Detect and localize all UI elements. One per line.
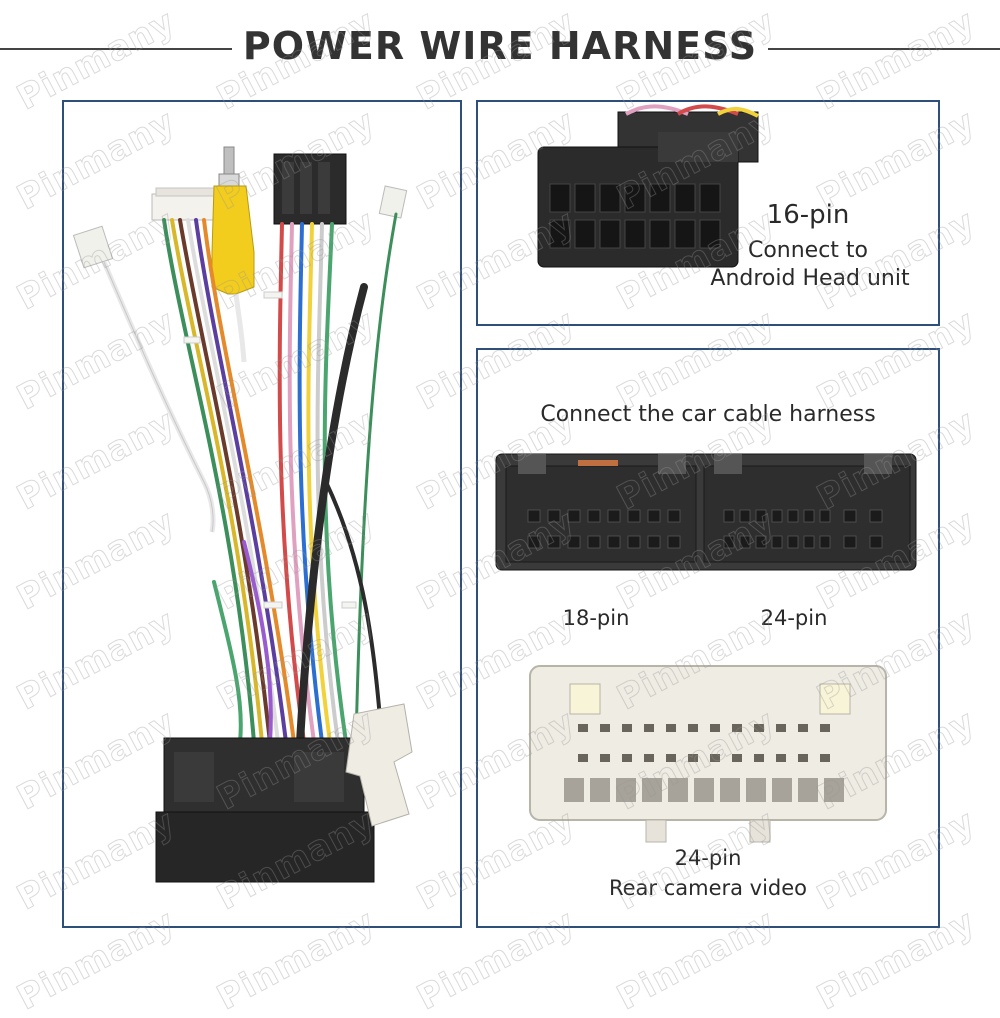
rear-camera-caption: Rear camera video [608, 876, 808, 900]
harness-panel [62, 100, 462, 928]
car-cable-title: Connect the car cable harness [540, 402, 876, 427]
car-side-connectors-image [495, 453, 917, 843]
sixteen-pin-label: 16-pin [766, 200, 850, 230]
small-white-connector-right [378, 185, 408, 219]
white-multi-connector [151, 187, 223, 221]
car-cable-panel: Connect the car cable harness [476, 348, 940, 928]
rca-plug [211, 146, 255, 363]
black-bottom-connector [155, 737, 375, 883]
black-dual-connector [495, 453, 917, 571]
sixteen-pin-connector-image [537, 104, 759, 268]
sixteen-pin-panel: 16-pin Connect to Android Head unit [476, 100, 940, 326]
wire-bundle [162, 212, 398, 746]
sixteen-pin-caption-line2: Android Head unit [710, 266, 910, 291]
wire-harness-illustration [72, 146, 413, 883]
twenty-four-pin-label-bottom: 24-pin [674, 846, 742, 870]
page-title: POWER WIRE HARNESS [242, 24, 758, 68]
twenty-four-pin-label-top: 24-pin [760, 606, 828, 630]
white-bottom-connector [345, 703, 413, 827]
sixteen-pin-caption-line1: Connect to [747, 238, 869, 263]
header-rule-left [0, 48, 232, 50]
white-24pin-connector [529, 665, 887, 843]
black-16pin-plug [273, 153, 347, 225]
page-header: POWER WIRE HARNESS [0, 18, 1000, 78]
small-white-connector-left [72, 225, 216, 533]
eighteen-pin-label: 18-pin [562, 606, 630, 630]
cable-ties [183, 291, 357, 609]
header-rule-right [768, 48, 1000, 50]
